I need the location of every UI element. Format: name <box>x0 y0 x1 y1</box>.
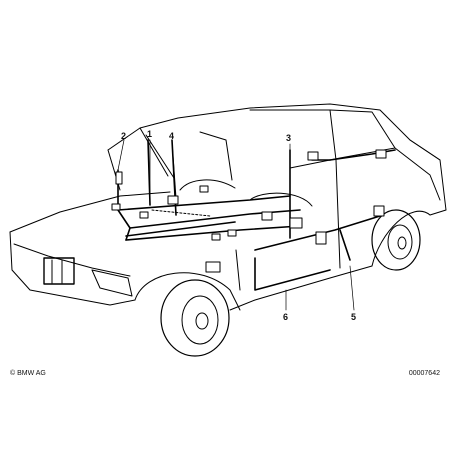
document-number: 00007642 <box>408 370 440 377</box>
callout-4: 4 <box>169 131 174 141</box>
callout-1: 1 <box>147 129 152 139</box>
callout-3: 3 <box>286 133 291 143</box>
connectors <box>111 149 387 273</box>
callout-5: 5 <box>351 312 356 322</box>
callout-leaders <box>117 139 355 311</box>
car-body-outline <box>9 103 447 357</box>
copyright-text: © BMW AG <box>10 370 46 377</box>
wiring-harness <box>117 139 396 291</box>
callout-6: 6 <box>283 312 288 322</box>
callout-2: 2 <box>121 131 126 141</box>
